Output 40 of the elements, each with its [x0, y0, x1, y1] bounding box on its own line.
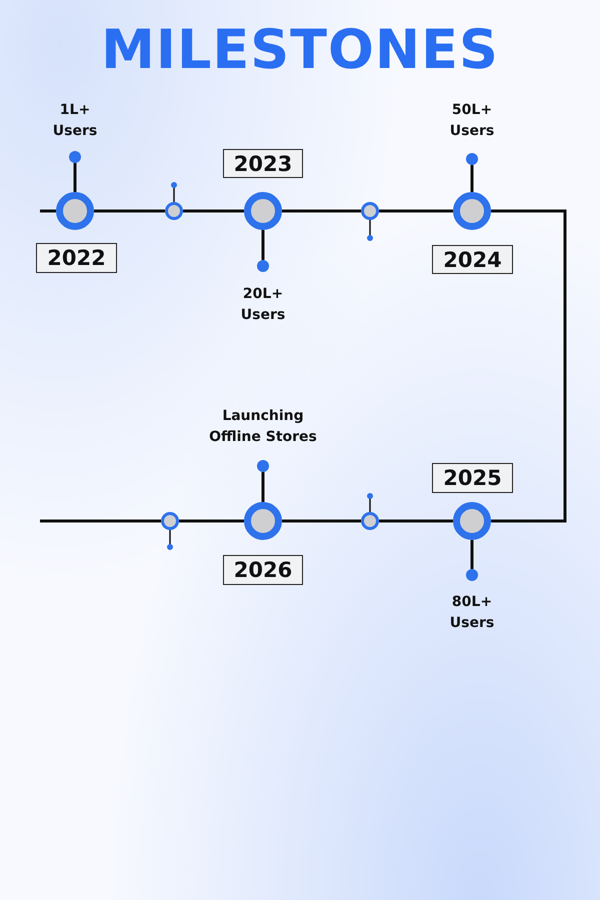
year-box: 2026	[223, 555, 303, 585]
timeline-line	[74, 163, 76, 192]
year-box: 2025	[432, 463, 513, 493]
milestone-label: 80L+ Users	[448, 593, 496, 633]
milestone-circle	[161, 512, 179, 530]
milestone-circle	[361, 202, 379, 220]
stem-dot	[257, 460, 269, 472]
milestone-circle	[244, 502, 282, 540]
milestone-label: Launching Offline Stores	[208, 407, 318, 447]
milestone-circle	[453, 502, 491, 540]
milestone-label: 50L+ Users	[448, 101, 496, 141]
milestone-circle	[56, 192, 94, 230]
stem-dot	[466, 569, 478, 581]
year-box: 2022	[36, 243, 117, 273]
milestone-circle	[453, 192, 491, 230]
timeline-line	[491, 210, 566, 522]
timeline-line	[470, 165, 474, 192]
year-box: 2024	[432, 245, 513, 274]
timeline-line	[470, 540, 474, 569]
timeline-line	[282, 520, 361, 522]
timeline-line	[183, 210, 244, 212]
stem-dot	[69, 151, 81, 163]
timeline-line	[262, 230, 264, 260]
timeline-line	[179, 520, 244, 522]
timeline-line	[94, 210, 165, 212]
year-box: 2023	[223, 149, 303, 178]
timeline-line	[40, 520, 161, 522]
timeline-line	[282, 210, 361, 212]
timeline-line	[379, 210, 453, 212]
timeline-line	[262, 472, 264, 502]
timeline-line	[40, 210, 56, 212]
milestone-circle	[361, 512, 379, 530]
stem-dot	[466, 153, 478, 165]
milestone-circle	[165, 202, 183, 220]
title: MILESTONES	[100, 18, 500, 81]
stem-dot	[257, 260, 269, 272]
timeline-line	[379, 520, 453, 522]
milestone-label: 20L+ Users	[240, 285, 286, 325]
milestone-circle	[244, 192, 282, 230]
milestone-label: 1L+ Users	[52, 101, 98, 141]
